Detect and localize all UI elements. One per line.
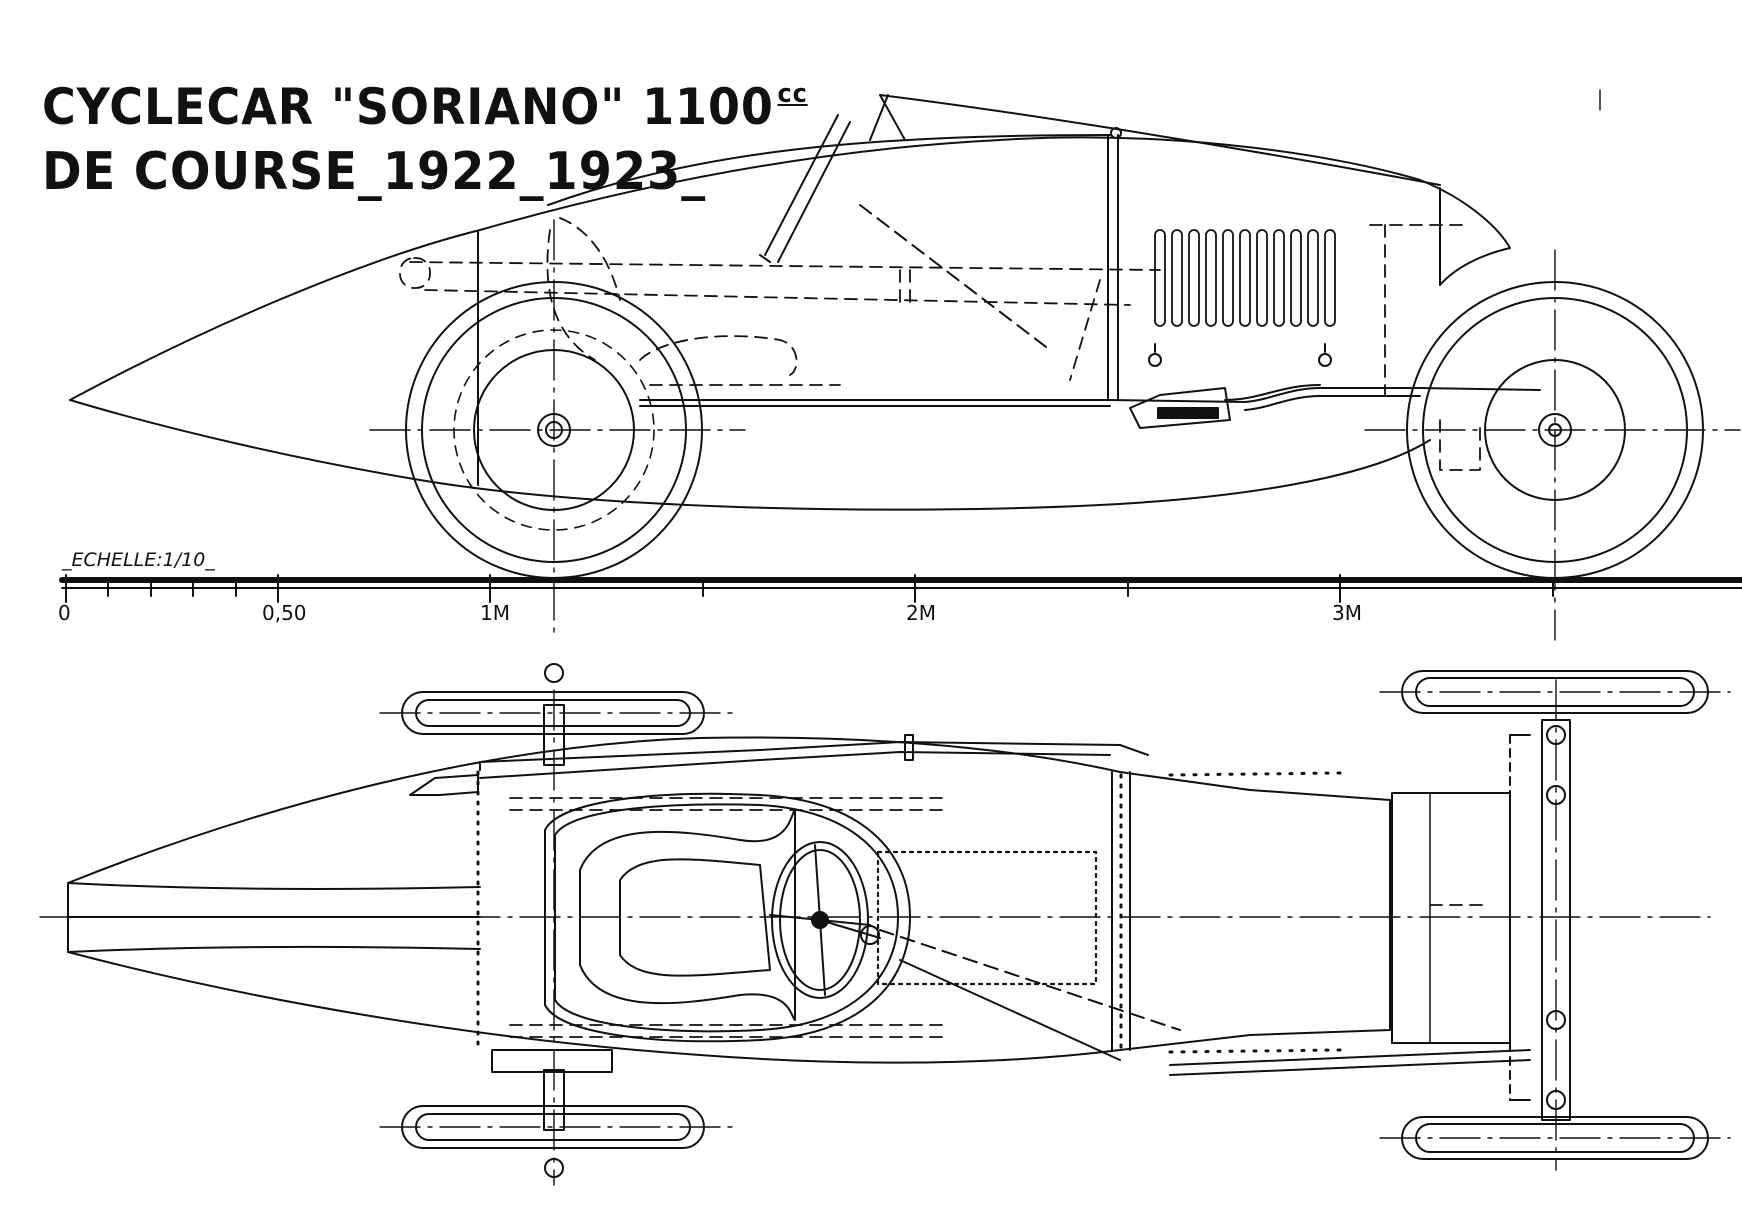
- exhaust-pipe-plan: [479, 741, 1149, 779]
- side-hidden-lines: [399, 217, 1481, 471]
- side-elevation: [69, 89, 1741, 641]
- scale-tick-3m: 3M: [1332, 601, 1362, 625]
- plan-hidden-lines: [509, 797, 1491, 1038]
- plan-firewall: [1111, 771, 1131, 1051]
- radiator-plan: [1391, 792, 1511, 1044]
- scale-tick-050: 0,50: [262, 601, 307, 625]
- scale-bar: _ECHELLE:1/10_ 0 0,50 1M 2M 3M: [58, 549, 1742, 625]
- front-axle-plan: [1169, 679, 1571, 1171]
- drawing-title-line1: CYCLECAR "SORIANO" 1100: [42, 78, 774, 136]
- exhaust-pipe: [1129, 384, 1321, 429]
- scale-ticks: [65, 574, 1554, 603]
- side-centerlines: [369, 89, 1741, 641]
- filler-cap: [1110, 127, 1122, 139]
- scale-tick-1m: 1M: [480, 601, 510, 625]
- rear-wheel-plan-right: [379, 1105, 736, 1149]
- bonnet-louvres: [1154, 229, 1336, 327]
- bonnet-rivets: [1168, 771, 1342, 1054]
- drawing-subtitle: DE COURSE_1922_1923_: [42, 142, 707, 202]
- scale-label: _ECHELLE:1/10_: [61, 549, 215, 571]
- bonnet-fasteners: [1148, 343, 1332, 367]
- fuel-tank-plan: [876, 850, 1098, 986]
- steering-wheel-plan: [769, 841, 881, 999]
- displacement-unit: cc: [777, 79, 808, 109]
- cockpit-opening: [544, 792, 911, 1043]
- side-body-outline: [69, 136, 1511, 511]
- steering-wheel-side: [759, 114, 851, 263]
- steering-column: [859, 204, 1051, 351]
- side-cowl-line: [547, 134, 1111, 206]
- chassis-rail: [639, 387, 1541, 403]
- plan-view: [39, 663, 1731, 1186]
- front-wheel-plan-right: [1379, 1116, 1731, 1160]
- scale-tick-2m: 2M: [906, 601, 936, 625]
- scale-tick-0: 0: [58, 601, 71, 625]
- seat-cushion: [579, 809, 796, 1021]
- rear-wheel-plan-left: [379, 691, 736, 735]
- plan-body-outline: [67, 736, 1391, 1064]
- front-wheel-plan-left: [1379, 670, 1731, 714]
